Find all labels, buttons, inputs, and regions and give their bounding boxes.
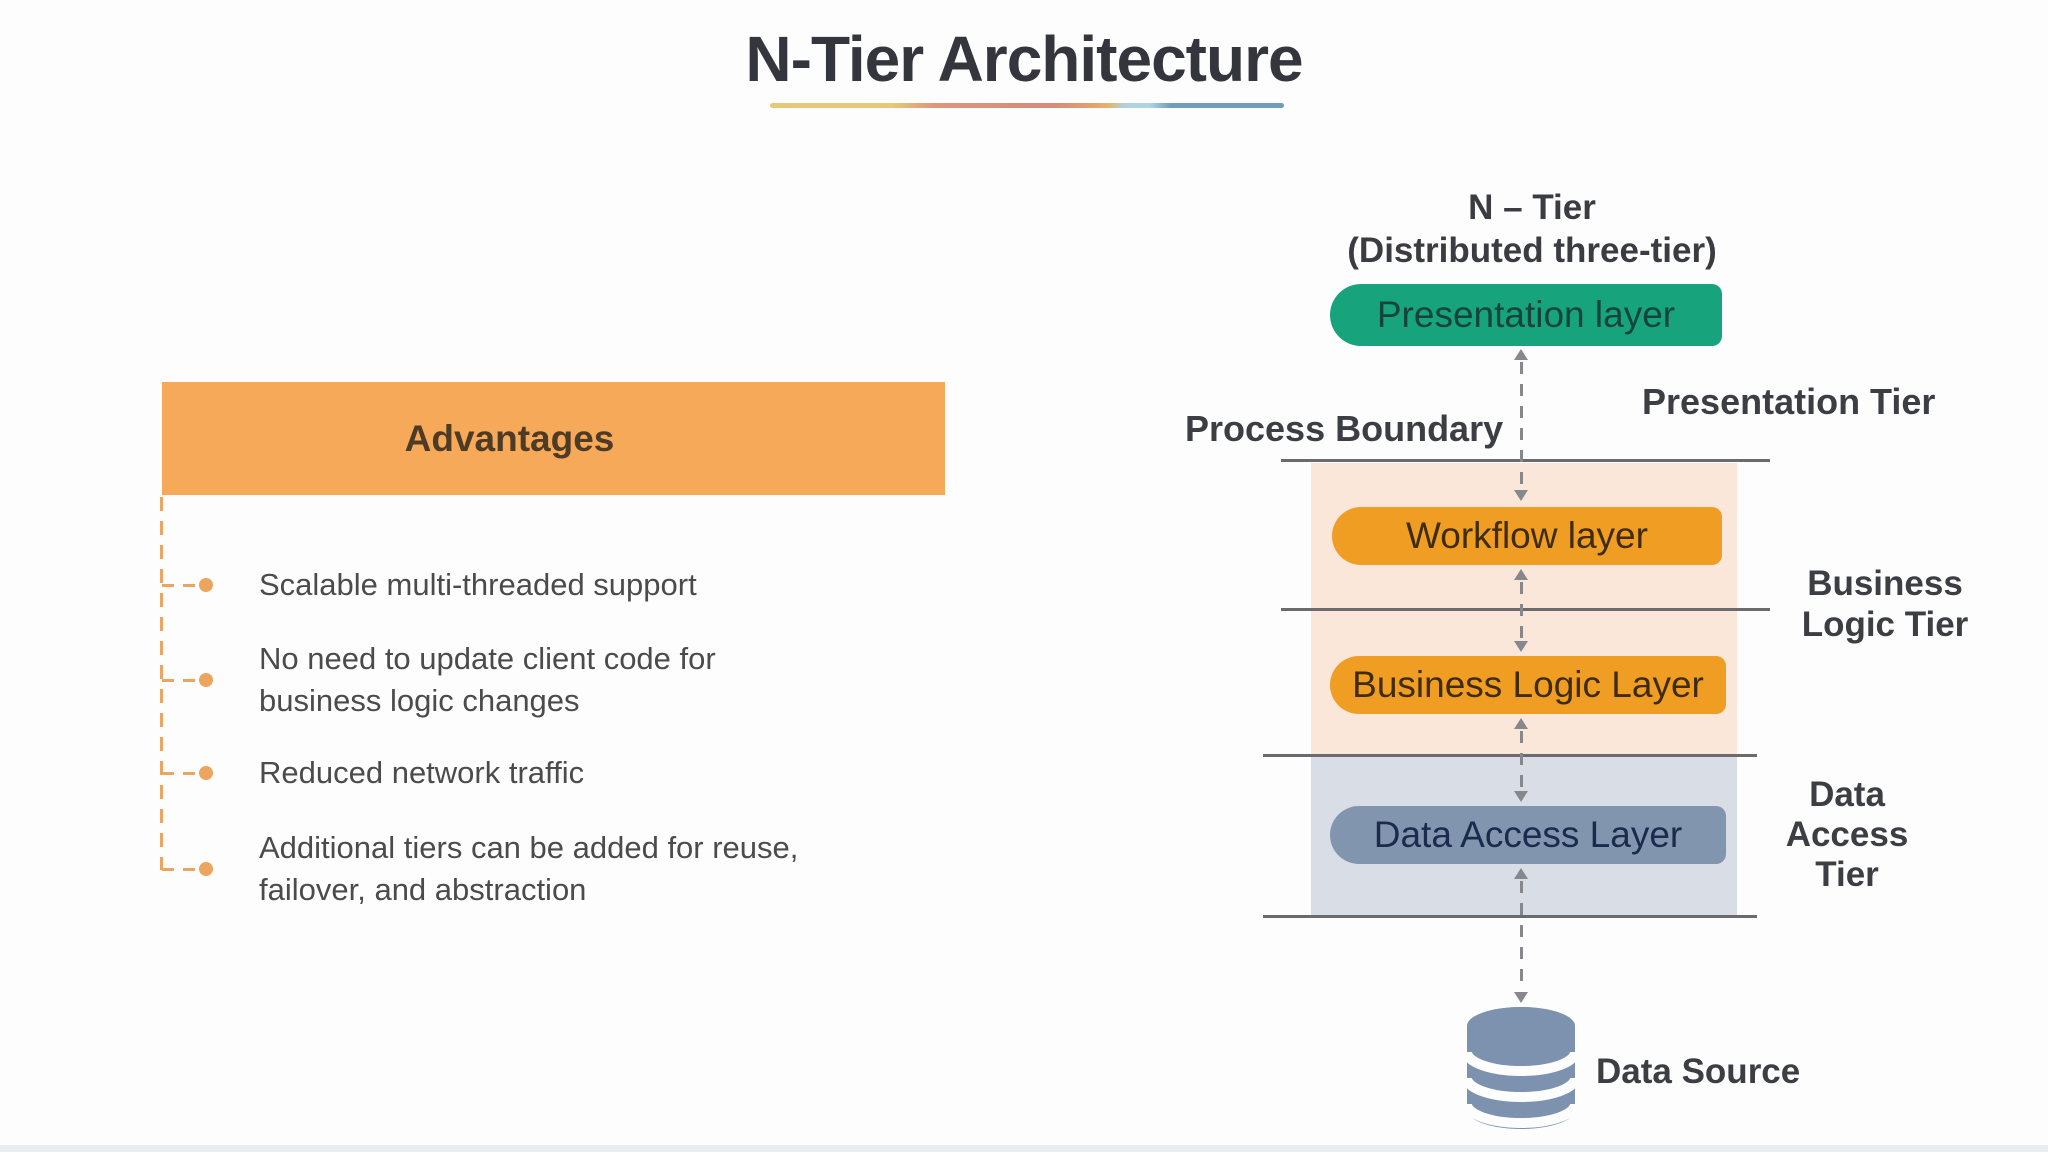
- advantages-header: Advantages: [162, 382, 945, 495]
- arrow-up-icon: [1514, 569, 1528, 580]
- advantage-text: Scalable multi-threaded support: [259, 567, 697, 602]
- bullet-dash: [162, 678, 196, 682]
- advantage-text: Additional tiers can be added for reuse,…: [259, 830, 799, 907]
- workflow-layer-label: Workflow layer: [1406, 515, 1648, 556]
- advantage-item: Reduced network traffic: [162, 752, 584, 794]
- process-boundary-line-4: [1263, 915, 1757, 918]
- presentation-layer-box: Presentation layer: [1330, 284, 1722, 346]
- advantages-connector-line: [160, 497, 163, 870]
- advantage-item: Scalable multi-threaded support: [162, 564, 697, 606]
- presentation-tier-label: Presentation Tier: [1642, 381, 1936, 422]
- page-title: N-Tier Architecture: [745, 23, 1303, 95]
- diagram-heading: N – Tier (Distributed three-tier): [1322, 186, 1742, 272]
- business-logic-layer-label: Business Logic Layer: [1352, 664, 1704, 705]
- advantage-item: No need to update client code for busine…: [162, 638, 716, 722]
- data-access-layer-box: Data Access Layer: [1330, 806, 1726, 864]
- connector-presentation-workflow: [1520, 362, 1523, 484]
- process-boundary-line-2: [1281, 608, 1770, 611]
- bullet-dot-icon: [199, 673, 213, 687]
- presentation-layer-label: Presentation layer: [1376, 294, 1676, 335]
- arrow-up-icon: [1514, 868, 1528, 879]
- arrow-up-icon: [1514, 349, 1528, 360]
- data-access-layer-label: Data Access Layer: [1373, 814, 1683, 855]
- business-logic-layer-box: Business Logic Layer: [1330, 656, 1726, 714]
- business-logic-tier-label: Business Logic Tier: [1801, 564, 1969, 644]
- slide-bottom-edge: [0, 1145, 2048, 1152]
- bullet-dot-icon: [199, 578, 213, 592]
- data-source-label: Data Source: [1596, 1052, 1801, 1091]
- workflow-layer-box: Workflow layer: [1332, 507, 1722, 565]
- bullet-dot-icon: [199, 766, 213, 780]
- arrow-down-icon: [1514, 791, 1528, 802]
- bullet-dot-icon: [199, 862, 213, 876]
- bullet-dash: [162, 771, 196, 775]
- advantage-item: Additional tiers can be added for reuse,…: [162, 827, 798, 911]
- arrow-up-icon: [1514, 718, 1528, 729]
- connector-business-dataaccess: [1520, 731, 1523, 787]
- data-access-tier-label: Data Access Tier: [1785, 775, 1909, 894]
- connector-workflow-business: [1520, 582, 1523, 638]
- advantage-text: No need to update client code for busine…: [259, 641, 716, 718]
- connector-dataaccess-datasource: [1520, 881, 1523, 989]
- diagram-heading-line1: N – Tier: [1468, 188, 1596, 227]
- process-boundary-line-1: [1281, 459, 1770, 462]
- advantage-text: Reduced network traffic: [259, 755, 585, 790]
- arrow-down-icon: [1514, 992, 1528, 1003]
- diagram-heading-line2: (Distributed three-tier): [1347, 231, 1717, 270]
- title-underline: [770, 103, 1284, 108]
- bullet-dash: [162, 867, 196, 871]
- process-boundary-label: Process Boundary: [1185, 408, 1504, 449]
- process-boundary-line-3: [1263, 754, 1757, 757]
- bullet-dash: [162, 583, 196, 587]
- arrow-down-icon: [1514, 490, 1528, 501]
- database-cylinder-icon: [1462, 1004, 1580, 1137]
- arrow-down-icon: [1514, 641, 1528, 652]
